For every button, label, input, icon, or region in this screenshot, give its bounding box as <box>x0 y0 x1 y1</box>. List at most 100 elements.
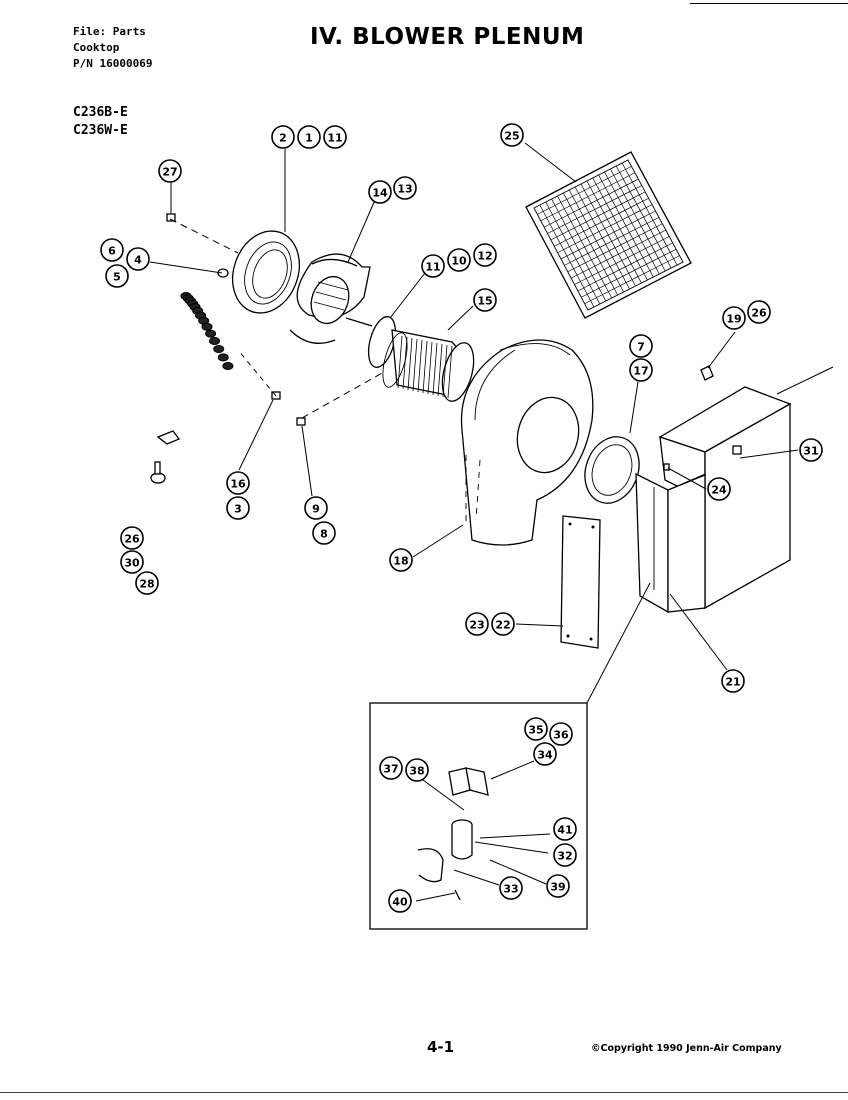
callout-label: 17 <box>633 365 648 378</box>
callout: 3 <box>226 496 250 520</box>
model-number: C236B-E <box>73 105 128 120</box>
callout-label: 34 <box>537 749 553 762</box>
callout-label: 8 <box>320 528 328 541</box>
callout: 7 <box>629 334 653 358</box>
callout-label: 7 <box>637 341 645 354</box>
callout: 8 <box>312 521 336 545</box>
callout: 6 <box>100 238 124 262</box>
callout-label: 6 <box>108 245 116 258</box>
callout: 1 <box>297 125 321 149</box>
relay <box>448 767 489 796</box>
filter-grille <box>525 151 692 319</box>
callout-label: 27 <box>162 166 177 179</box>
callout: 21 <box>721 669 745 693</box>
callout: 39 <box>546 874 570 898</box>
callout-label: 24 <box>711 484 727 497</box>
callout-label: 37 <box>383 763 398 776</box>
callout-label: 31 <box>803 445 818 458</box>
file-label: File: Parts <box>73 25 146 38</box>
blower-motor <box>289 253 373 344</box>
callout: 17 <box>629 358 653 382</box>
callout: 33 <box>499 876 523 900</box>
part-number-label: P/N 16000069 <box>73 57 153 70</box>
callout: 34 <box>533 742 557 766</box>
callout: 13 <box>393 176 417 200</box>
product-label: Cooktop <box>73 41 120 54</box>
callout-label: 18 <box>393 555 408 568</box>
callout: 31 <box>799 438 823 462</box>
callout: 26 <box>120 526 144 550</box>
callout-label: 16 <box>230 478 246 491</box>
callout: 15 <box>473 288 497 312</box>
callout: 30 <box>120 550 144 574</box>
callout: 14 <box>368 180 392 204</box>
callout: 22 <box>491 612 515 636</box>
callout-label: 11 <box>425 261 440 274</box>
callout: 5 <box>105 264 129 288</box>
callout-label: 3 <box>234 503 242 516</box>
callout-label: 12 <box>477 250 492 263</box>
callout: 41 <box>553 817 577 841</box>
callout-label: 32 <box>557 850 572 863</box>
model-number: C236W-E <box>73 123 128 138</box>
callout: 27 <box>158 159 182 183</box>
callout: 19 <box>722 306 746 330</box>
page-number: 4-1 <box>427 1038 455 1056</box>
callout-label: 19 <box>726 313 741 326</box>
callout: 40 <box>388 889 412 913</box>
callout: 32 <box>553 843 577 867</box>
callout-label: 39 <box>550 881 565 894</box>
callout-label: 21 <box>725 676 740 689</box>
callout: 24 <box>707 477 731 501</box>
callout-label: 30 <box>124 557 140 570</box>
callout-label: 11 <box>327 132 342 145</box>
capacitor <box>451 819 473 860</box>
plenum-box <box>635 386 792 614</box>
callout-label: 22 <box>495 619 510 632</box>
callout: 35 <box>524 717 548 741</box>
callout-label: 28 <box>139 578 154 591</box>
callout-label: 15 <box>477 295 492 308</box>
blower-housing <box>460 339 594 546</box>
callout-label: 38 <box>409 765 424 778</box>
callout-label: 1 <box>305 132 313 145</box>
callout: 10 <box>447 248 471 272</box>
callout-label: 9 <box>312 503 320 516</box>
callout: 18 <box>389 548 413 572</box>
callout-label: 10 <box>451 255 467 268</box>
callout-label: 40 <box>392 896 408 909</box>
callout: 4 <box>126 247 150 271</box>
motor-mount-ring <box>232 230 300 314</box>
callout: 37 <box>379 756 403 780</box>
callout: 11 <box>421 254 445 278</box>
callout-label: 23 <box>469 619 484 632</box>
callout-label: 36 <box>553 729 569 742</box>
file-info: File: Parts Cooktop P/N 16000069 <box>73 24 152 72</box>
callout: 2 <box>271 125 295 149</box>
copyright-notice: ©Copyright 1990 Jenn-Air Company <box>591 1043 782 1054</box>
callout-label: 33 <box>503 883 518 896</box>
cover-plate <box>560 515 601 649</box>
blower-wheel <box>382 329 475 402</box>
model-list: C236B-E C236W-E <box>73 104 128 140</box>
callout-label: 35 <box>528 724 543 737</box>
callout-label: 5 <box>113 271 121 284</box>
callout-label: 26 <box>124 533 140 546</box>
callout: 26 <box>747 300 771 324</box>
callout-label: 25 <box>504 130 519 143</box>
callout: 11 <box>323 125 347 149</box>
callout-label: 4 <box>134 254 142 267</box>
power-cord <box>180 292 234 370</box>
callout: 16 <box>226 471 250 495</box>
callout-label: 14 <box>372 187 388 200</box>
page-title: IV. BLOWER PLENUM <box>310 24 585 50</box>
callout-label: 13 <box>397 183 412 196</box>
hardware-parts <box>150 213 714 484</box>
callout: 23 <box>465 612 489 636</box>
callout-label: 2 <box>279 132 287 145</box>
callout-numbers: 2 1 11 27 14 13 25 6 4 5 11 10 12 15 7 1… <box>100 123 823 913</box>
callout: 25 <box>500 123 524 147</box>
callout: 36 <box>549 722 573 746</box>
callout: 12 <box>473 243 497 267</box>
